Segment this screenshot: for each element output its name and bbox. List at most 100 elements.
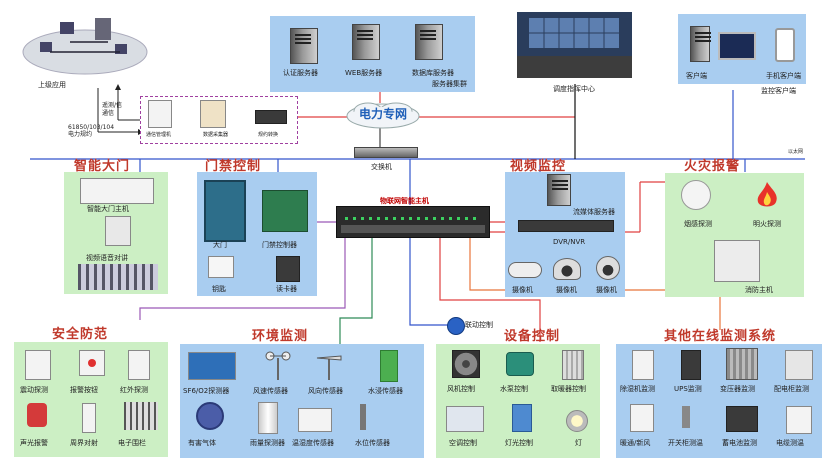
light-control-label: 灯光控制 bbox=[505, 439, 533, 447]
web-server-icon bbox=[352, 24, 380, 60]
auth-server-icon bbox=[290, 28, 318, 64]
ups-label: UPS监测 bbox=[674, 385, 702, 393]
db-server-label: 数据库服务器 bbox=[412, 69, 454, 77]
wind-direction-sensor-icon bbox=[315, 350, 343, 380]
sf6-label: SF6/O2探测器 bbox=[183, 387, 230, 395]
switchgear-temp-sensor-icon bbox=[682, 406, 690, 428]
web-server-label: WEB服务器 bbox=[345, 69, 383, 77]
smart-gate-title: 智能大门 bbox=[74, 159, 131, 174]
pc-tower-icon bbox=[690, 26, 711, 62]
video-title: 视频监控 bbox=[510, 159, 567, 174]
fire-title: 火灾报警 bbox=[684, 159, 741, 174]
media-server-icon bbox=[547, 174, 571, 206]
comm-manager-label: 通信管理机 bbox=[146, 132, 172, 138]
battery-icon bbox=[726, 406, 758, 432]
ac-control-label: 空调控制 bbox=[449, 439, 477, 447]
monitor-client-label: 监控客户端 bbox=[761, 87, 796, 95]
door-icon bbox=[204, 180, 246, 242]
cable-temp-icon bbox=[786, 406, 812, 434]
other-title: 其他在线监测系统 bbox=[664, 329, 777, 344]
linkage-control-icon bbox=[447, 317, 465, 335]
client-label: 客户端 bbox=[686, 72, 707, 80]
security-title: 安全防范 bbox=[52, 327, 109, 342]
fan-control-label: 风机控制 bbox=[447, 385, 475, 393]
link-label-2: 通信 bbox=[102, 110, 115, 117]
vibration-detector-icon bbox=[25, 350, 51, 380]
rain-gauge-icon bbox=[258, 402, 278, 434]
dome-camera-icon bbox=[553, 258, 581, 280]
access-controller-board bbox=[262, 190, 308, 232]
dvr-nvr-device bbox=[518, 220, 614, 232]
lamp-label: 灯 bbox=[575, 439, 582, 447]
ethernet-label: 以太网 bbox=[788, 149, 804, 155]
env-title: 环境监测 bbox=[252, 329, 309, 344]
switch-icon bbox=[354, 147, 418, 158]
server-cluster-label: 服务器集群 bbox=[432, 80, 467, 88]
intercom-label: 视频语音对讲 bbox=[86, 254, 128, 262]
flame-icon bbox=[752, 180, 782, 210]
card-reader-label: 读卡器 bbox=[276, 285, 297, 293]
pump-icon bbox=[506, 352, 534, 376]
rain-gauge-label: 雨量探测器 bbox=[250, 439, 285, 447]
iot-host-label: 物联网智能主机 bbox=[380, 197, 429, 205]
temp-humidity-label: 温湿度传感器 bbox=[292, 439, 334, 447]
temp-humidity-sensor-icon bbox=[298, 408, 332, 432]
electric-fence-label: 电子围栏 bbox=[118, 439, 146, 447]
protocol-converter-label: 规约转换 bbox=[258, 132, 279, 138]
gate-fence-image bbox=[78, 264, 158, 290]
flame-detector-label: 明火探测 bbox=[753, 220, 781, 228]
battery-label: 蓄电池监测 bbox=[722, 439, 757, 447]
dehumidifier-icon bbox=[632, 350, 654, 380]
sound-light-label: 声光报警 bbox=[20, 439, 48, 447]
linkage-control-label: 联动控制 bbox=[465, 321, 493, 329]
link-label-1: 遥测/信 bbox=[102, 102, 123, 109]
sf6-detector-icon bbox=[188, 352, 236, 380]
vibration-label: 震动探测 bbox=[20, 386, 48, 394]
beam-label: 周界对射 bbox=[70, 439, 98, 447]
ups-icon bbox=[681, 350, 701, 380]
protocol-label-2: 电力规约 bbox=[68, 131, 93, 138]
auth-server-label: 认证服务器 bbox=[283, 69, 318, 77]
water-leak-label: 水浸传感器 bbox=[368, 387, 403, 395]
smoke-detector-label: 烟感探测 bbox=[684, 220, 712, 228]
camera-label-2: 摄像机 bbox=[556, 286, 577, 294]
cable-temp-label: 电缆测温 bbox=[776, 439, 804, 447]
water-leak-sensor-icon bbox=[380, 350, 398, 382]
bullet-camera-icon bbox=[508, 262, 542, 278]
fire-host-label: 消防主机 bbox=[745, 286, 773, 294]
upper-app-label: 上级应用 bbox=[38, 81, 66, 89]
harmful-gas-detector-icon bbox=[196, 402, 224, 430]
media-server-label: 流媒体服务器 bbox=[573, 208, 615, 216]
beam-detector-icon bbox=[82, 403, 96, 433]
dispatch-center-label: 调度指挥中心 bbox=[553, 85, 595, 93]
smart-gate-host-device bbox=[80, 178, 154, 204]
pump-control-label: 水泵控制 bbox=[500, 385, 528, 393]
key-icon bbox=[208, 256, 234, 278]
pc-monitor-icon bbox=[718, 32, 756, 60]
camera-label-1: 摄像机 bbox=[512, 286, 533, 294]
water-level-label: 水位传感器 bbox=[355, 439, 390, 447]
switchgear-temp-label: 开关柜测温 bbox=[668, 439, 703, 447]
electric-fence-icon bbox=[124, 402, 158, 430]
heater-control-label: 取暖器控制 bbox=[551, 385, 586, 393]
data-collector-device bbox=[200, 100, 226, 128]
hvac-label: 暖通/新风 bbox=[620, 439, 651, 447]
ac-controller-icon bbox=[446, 406, 484, 432]
smoke-detector-icon bbox=[681, 180, 711, 210]
access-controller-label: 门禁控制器 bbox=[262, 241, 297, 249]
infrared-label: 红外探测 bbox=[120, 386, 148, 394]
hvac-icon bbox=[630, 404, 654, 432]
intercom-device bbox=[105, 216, 131, 246]
switch-label: 交换机 bbox=[371, 163, 392, 171]
equip-title: 设备控制 bbox=[504, 329, 561, 344]
transformer-label: 变压器监测 bbox=[720, 385, 755, 393]
smart-gate-host-label: 智能大门主机 bbox=[87, 205, 129, 213]
db-server-icon bbox=[415, 24, 443, 60]
iot-host-device bbox=[336, 206, 490, 238]
camera-label-3: 摄像机 bbox=[596, 286, 617, 294]
door-label: 大门 bbox=[213, 241, 227, 249]
comm-manager-device bbox=[148, 100, 172, 128]
distribution-cabinet-icon bbox=[785, 350, 813, 380]
heater-icon bbox=[562, 350, 584, 380]
alarm-button-label: 报警按钮 bbox=[70, 386, 98, 394]
